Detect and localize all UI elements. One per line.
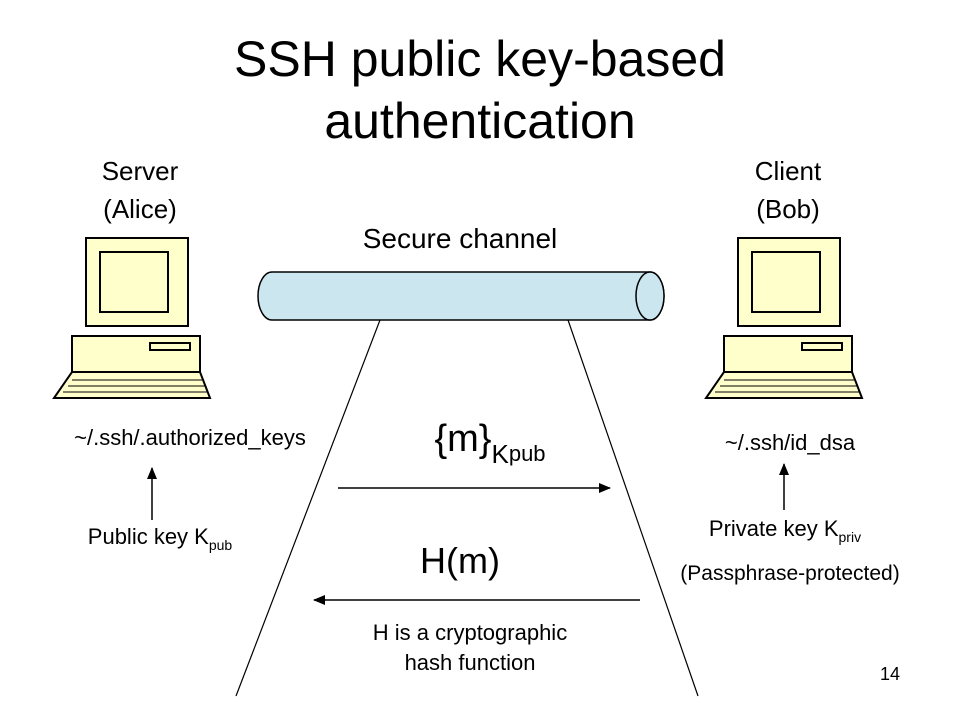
funnel-line-right [567, 319, 699, 697]
private-key-label: Private key Kpriv [660, 516, 910, 545]
encrypted-message-sub: K [491, 439, 509, 469]
server-label: Server (Alice) [40, 152, 240, 228]
slide-title: SSH public key-based authentication [0, 28, 960, 152]
server-owner: (Alice) [103, 194, 177, 224]
title-line-2: authentication [324, 93, 636, 149]
client-computer-icon [704, 237, 864, 399]
private-key-subscript: priv [838, 529, 862, 545]
passphrase-note: (Passphrase-protected) [680, 562, 900, 585]
hash-message-label: H(m) [420, 540, 500, 581]
client-owner: (Bob) [756, 194, 820, 224]
title-line-1: SSH public key-based [234, 31, 726, 87]
server-name: Server [101, 156, 179, 186]
secure-channel-tube [257, 271, 665, 321]
authorized-keys-path: ~/.ssh/.authorized_keys [74, 425, 306, 450]
private-key-text: Private key K [708, 516, 839, 541]
public-key-subscript: pub [208, 537, 233, 553]
hash-note-line-1: H is a cryptographic [372, 620, 568, 645]
server-computer-icon [52, 237, 212, 399]
public-key-label: Public key Kpub [40, 524, 280, 553]
public-key-text: Public key K [87, 524, 209, 549]
secure-channel-label: Secure channel [362, 223, 558, 254]
encrypted-message-main: {m} [434, 418, 492, 460]
client-label: Client (Bob) [688, 152, 888, 228]
page-number: 14 [879, 664, 901, 684]
hash-note-line-2: hash function [404, 650, 536, 675]
encrypted-message-subsub: pub [508, 441, 546, 466]
hash-function-note: H is a cryptographic hash function [300, 618, 640, 678]
client-name: Client [754, 156, 822, 186]
funnel-line-left [235, 319, 381, 697]
id-dsa-path: ~/.ssh/id_dsa [724, 430, 856, 455]
encrypted-message-label: {m}Kpub [390, 418, 590, 469]
